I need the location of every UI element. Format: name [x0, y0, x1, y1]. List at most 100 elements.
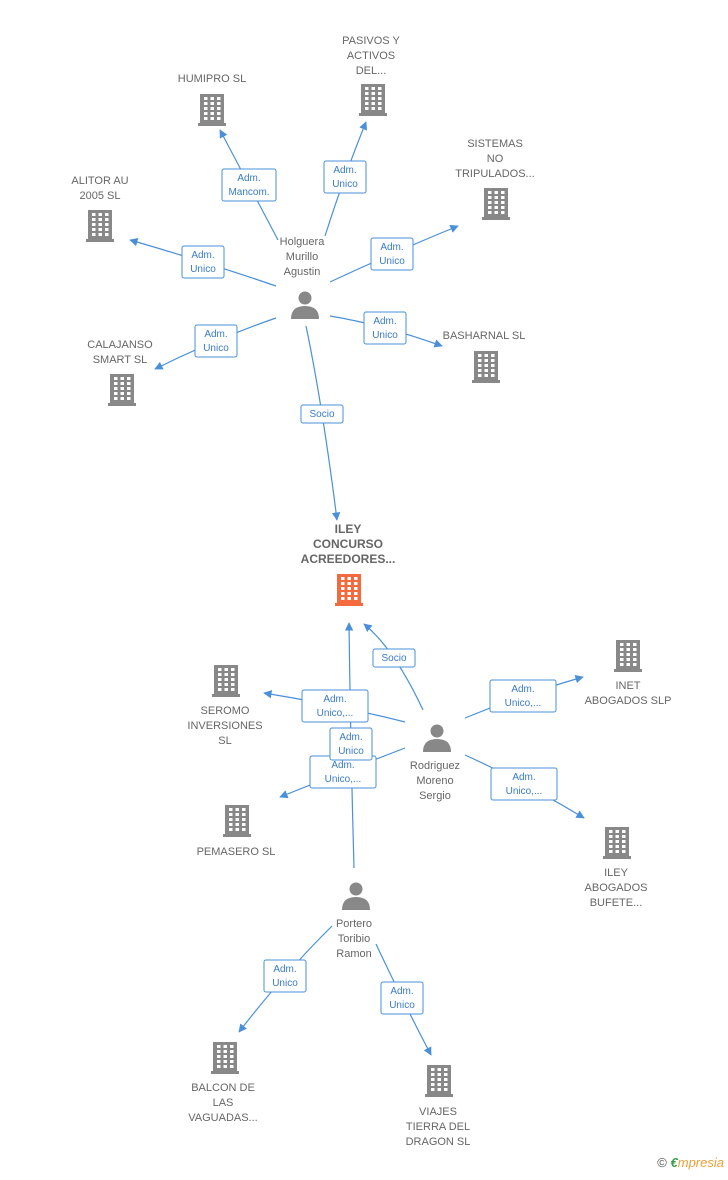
edge-label[interactable]: Adm.Unico,...: [490, 767, 558, 801]
edge-label-text: Unico: [338, 746, 364, 757]
footer-brand[interactable]: © €mpresia: [657, 1155, 724, 1170]
edge-label-box: [181, 245, 225, 279]
edge-label[interactable]: Adm.Unico: [323, 160, 367, 194]
edge-label-text: Adm.: [323, 694, 346, 705]
node-label: VAGUADAS...: [188, 1112, 257, 1124]
node-basharnal[interactable]: BASHARNAL SL: [443, 330, 526, 383]
node-label: CALAJANSO: [87, 339, 153, 351]
building-icon: [603, 827, 631, 859]
node-balcon[interactable]: BALCON DELASVAGUADAS...: [188, 1042, 258, 1124]
edge-label-text: Unico: [272, 978, 298, 989]
node-label: BUFETE...: [590, 897, 643, 909]
node-label: ACREEDORES...: [301, 552, 396, 566]
edge-label[interactable]: Adm.Unico,...: [309, 755, 377, 789]
node-ileyabog[interactable]: ILEY ABOGADOS BUFETE...: [585, 827, 648, 909]
edge-label[interactable]: Adm. Unico: [263, 959, 307, 993]
node-label: ILEY: [335, 522, 362, 536]
node-label: INVERSIONES: [187, 720, 262, 732]
node-label: INET: [615, 680, 640, 692]
brand-name: mpresia: [677, 1155, 724, 1170]
node-label: Portero: [336, 918, 372, 930]
node-sistemas[interactable]: SISTEMASNOTRIPULADOS...: [455, 138, 535, 220]
node-label: SL: [218, 735, 231, 747]
edge-label[interactable]: Adm.Unico: [329, 727, 373, 761]
node-viajes[interactable]: VIAJES TIERRA DEL DRAGON SL: [406, 1065, 471, 1148]
copyright-icon: ©: [657, 1155, 667, 1170]
building-icon: [198, 94, 226, 126]
node-label: ABOGADOS: [585, 882, 648, 894]
node-label: Rodriguez: [410, 760, 460, 772]
node-label: SISTEMAS: [467, 138, 523, 150]
node-iley[interactable]: ILEYCONCURSOACREEDORES...: [301, 522, 396, 606]
building-icon: [335, 574, 363, 606]
node-humipro[interactable]: HUMIPRO SL: [178, 73, 246, 126]
edge-label-text: Unico: [332, 179, 358, 190]
building-icon: [86, 210, 114, 242]
edge-label-text: Unico: [389, 1000, 415, 1011]
edge-label-text: Adm.: [204, 329, 227, 340]
edge-label[interactable]: Adm.Mancom.: [221, 168, 277, 202]
node-label: SMART SL: [93, 354, 148, 366]
edge-label-text: Unico: [372, 330, 398, 341]
node-label: Agustin: [284, 266, 321, 278]
edge-label-box: [301, 689, 369, 723]
node-label: 2005 SL: [80, 190, 121, 202]
node-label: DRAGON SL: [406, 1136, 471, 1148]
building-icon: [614, 640, 642, 672]
node-seromo[interactable]: SEROMO INVERSIONES SL: [187, 665, 263, 747]
person-icon: [423, 724, 451, 752]
node-calajanso[interactable]: CALAJANSO SMART SL: [87, 339, 153, 406]
brand-logo-e: €: [670, 1155, 678, 1170]
node-inet[interactable]: INET ABOGADOS SLP: [585, 640, 672, 707]
edge-label-text: Unico,...: [317, 708, 354, 719]
edge-label-box: [323, 160, 367, 194]
edge-label-box: [263, 959, 307, 993]
edge-label[interactable]: Adm. Unico: [181, 245, 225, 279]
building-icon: [359, 84, 387, 116]
edge-label[interactable]: Adm.Unico: [380, 981, 424, 1015]
edge-label[interactable]: Adm. Unico: [194, 324, 238, 358]
edge-label-text: Unico,...: [506, 786, 543, 797]
edge-label[interactable]: Adm.Unico,...: [489, 679, 557, 713]
person-icon: [342, 882, 370, 910]
edge-label-box: [380, 981, 424, 1015]
node-label: SEROMO: [201, 705, 250, 717]
edge-label-text: Adm.: [237, 173, 260, 184]
edge-label-box: [194, 324, 238, 358]
building-icon: [211, 1042, 239, 1074]
edge-label[interactable]: Adm.Unico: [363, 311, 407, 345]
node-label: Moreno: [416, 775, 453, 787]
node-label: ILEY: [604, 867, 629, 879]
node-pasivos[interactable]: PASIVOS YACTIVOSDEL...: [342, 35, 400, 116]
edge-label-text: Unico: [190, 264, 216, 275]
edge-label-text: Unico: [203, 343, 229, 354]
edge-label-text: Adm.: [191, 250, 214, 261]
node-label: VIAJES: [419, 1106, 457, 1118]
edge-label[interactable]: Socio: [372, 648, 416, 668]
node-label: HUMIPRO SL: [178, 73, 246, 85]
edge-label-box: [490, 767, 558, 801]
edge-label-box: [329, 727, 373, 761]
edge-label[interactable]: Adm. Unico,...: [301, 689, 369, 723]
edge-label[interactable]: Socio: [300, 404, 344, 424]
edge-label-text: Socio: [381, 653, 406, 664]
edge-label-box: [363, 311, 407, 345]
edge-label-box: [372, 648, 416, 668]
edge-label-text: Adm.: [331, 760, 354, 771]
node-pemasero[interactable]: PEMASERO SL: [197, 805, 276, 858]
node-label: BASHARNAL SL: [443, 330, 526, 342]
edge-label-text: Adm.: [511, 684, 534, 695]
node-label: ABOGADOS SLP: [585, 695, 672, 707]
edge-label-text: Adm.: [273, 964, 296, 975]
node-label: Ramon: [336, 948, 371, 960]
edge-label-box: [370, 237, 414, 271]
edge-label-box: [489, 679, 557, 713]
node-label: TIERRA DEL: [406, 1121, 470, 1133]
edge-label[interactable]: Adm.Unico: [370, 237, 414, 271]
building-icon: [223, 805, 251, 837]
